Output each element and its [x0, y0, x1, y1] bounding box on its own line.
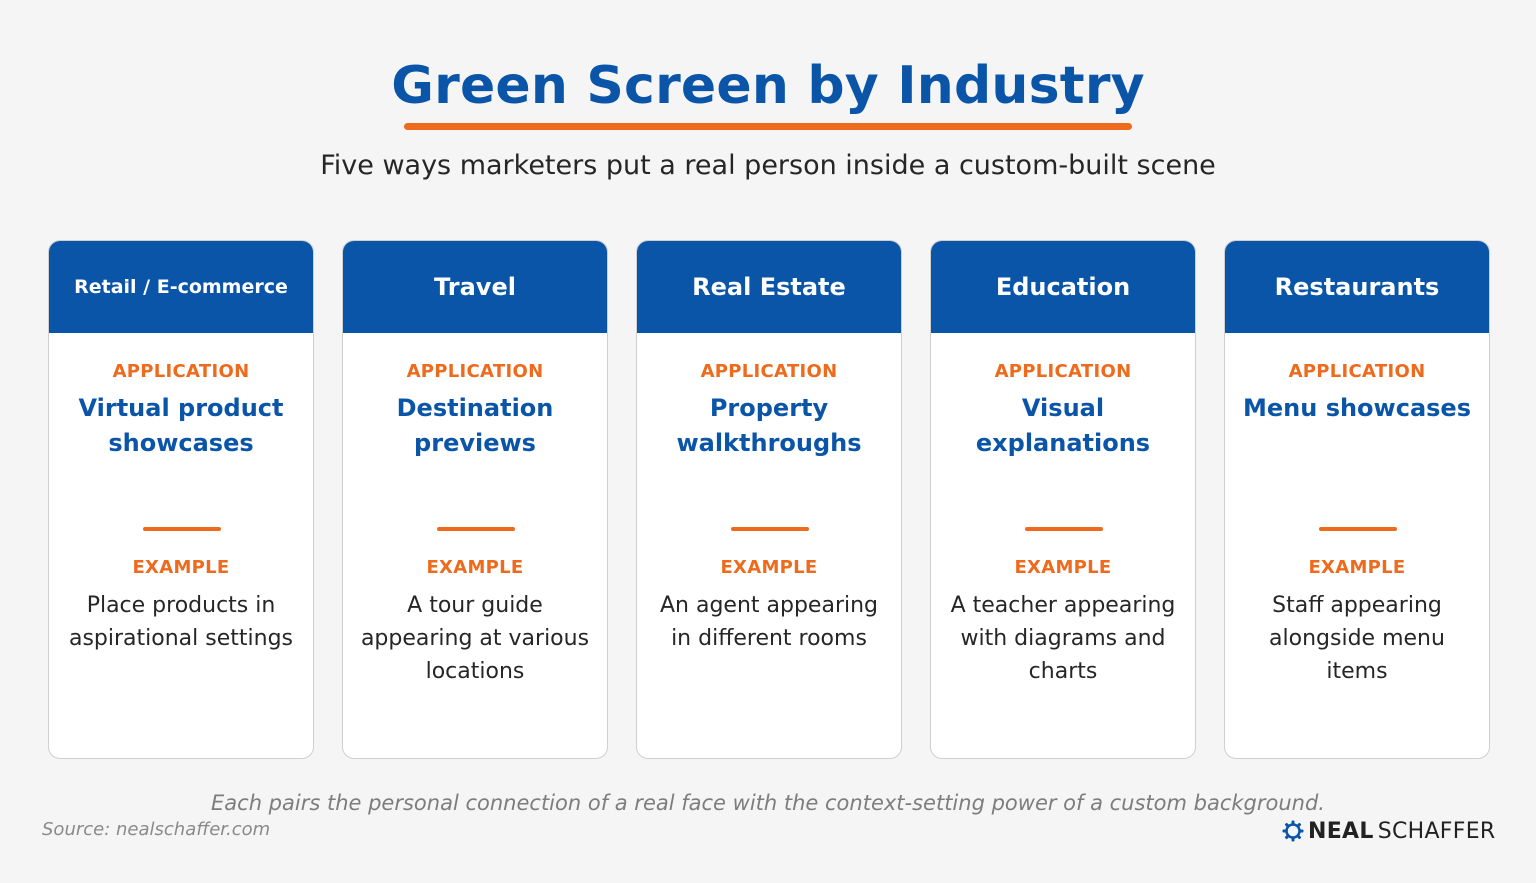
card-travel: Travel APPLICATION Destination previews … — [342, 240, 608, 759]
application-label: APPLICATION — [112, 361, 250, 382]
example-text: Staff appearing alongside menu items — [1269, 593, 1445, 684]
page-subtitle: Five ways marketers put a real person in… — [320, 150, 1216, 181]
application-text: Destination previews — [396, 394, 554, 457]
card-header: Travel — [343, 241, 607, 333]
example-text: An agent appearing in different rooms — [659, 593, 879, 651]
card-divider — [1319, 527, 1397, 531]
application-text: Visual explanations — [975, 394, 1151, 457]
application-label: APPLICATION — [994, 361, 1132, 382]
industry-cards: Retail / E-commerce APPLICATION Virtual … — [48, 240, 1490, 759]
page-title: Green Screen by Industry — [391, 56, 1145, 116]
example-text: A teacher appearing with diagrams and ch… — [950, 593, 1176, 684]
example-text: A tour guide appearing at various locati… — [360, 593, 590, 684]
example-label: EXAMPLE — [1308, 557, 1406, 578]
card-header: Education — [931, 241, 1195, 333]
example-text: Place products in aspirational settings — [68, 593, 293, 651]
card-header: Real Estate — [637, 241, 901, 333]
example-label: EXAMPLE — [720, 557, 818, 578]
application-text: Property walkthroughs — [676, 394, 862, 457]
card-education: Education APPLICATION Visual explanation… — [930, 240, 1196, 759]
card-header: Restaurants — [1225, 241, 1489, 333]
card-divider — [731, 527, 809, 531]
application-text: Virtual product showcases — [78, 394, 284, 457]
example-label: EXAMPLE — [132, 557, 230, 578]
card-real-estate: Real Estate APPLICATION Property walkthr… — [636, 240, 902, 759]
brand-name-last: SCHAFFER — [1377, 818, 1496, 844]
footnote: Each pairs the personal connection of a … — [211, 791, 1325, 815]
card-divider — [1025, 527, 1103, 531]
application-text: Menu showcases — [1243, 394, 1471, 422]
gear-logo-icon — [1282, 820, 1304, 842]
card-retail: Retail / E-commerce APPLICATION Virtual … — [48, 240, 314, 759]
card-header: Retail / E-commerce — [49, 241, 313, 333]
example-label: EXAMPLE — [426, 557, 524, 578]
application-label: APPLICATION — [1288, 361, 1426, 382]
card-divider — [143, 527, 221, 531]
application-label: APPLICATION — [406, 361, 544, 382]
card-restaurants: Restaurants APPLICATION Menu showcases E… — [1224, 240, 1490, 759]
brand-name-first: NEAL — [1308, 818, 1374, 844]
brand-logo: NEAL SCHAFFER — [1282, 817, 1496, 845]
card-divider — [437, 527, 515, 531]
source-credit: Source: nealschaffer.com — [42, 819, 271, 840]
example-label: EXAMPLE — [1014, 557, 1112, 578]
title-underline — [404, 123, 1132, 130]
application-label: APPLICATION — [700, 361, 838, 382]
